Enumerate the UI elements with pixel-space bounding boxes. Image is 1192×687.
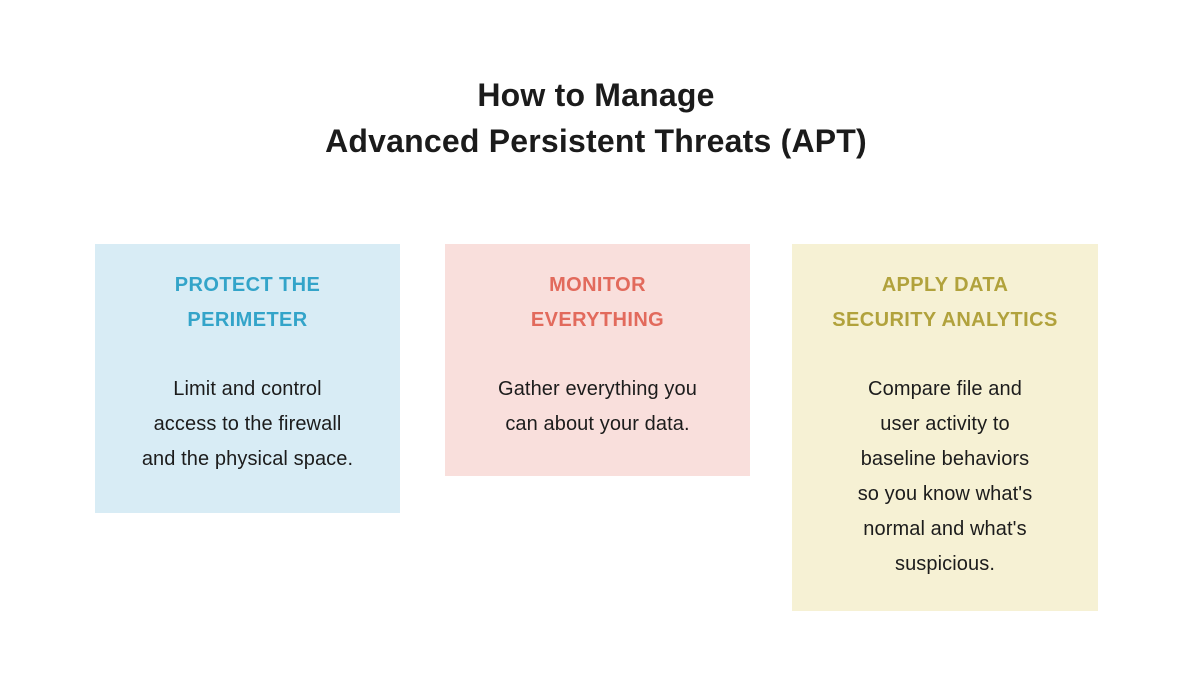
card-protect-the-perimeter: PROTECT THE PERIMETER Limit and control … bbox=[95, 244, 400, 513]
card-monitor-everything: MONITOR EVERYTHING Gather everything you… bbox=[445, 244, 750, 476]
card-heading-apply-data-security-analytics: APPLY DATA SECURITY ANALYTICS bbox=[832, 274, 1058, 331]
card-body-monitor-everything: Gather everything you can about your dat… bbox=[498, 378, 697, 435]
card-body-apply-data-security-analytics: Compare file and user activity to baseli… bbox=[857, 378, 1033, 575]
card-heading-protect-the-perimeter: PROTECT THE PERIMETER bbox=[174, 274, 321, 331]
card-heading-monitor-everything: MONITOR EVERYTHING bbox=[530, 274, 665, 331]
card-body-protect-the-perimeter: Limit and control access to the firewall… bbox=[141, 378, 354, 470]
card-apply-data-security-analytics: APPLY DATA SECURITY ANALYTICS Compare fi… bbox=[792, 244, 1098, 611]
page-title: How to Manage Advanced Persistent Threat… bbox=[325, 77, 867, 159]
